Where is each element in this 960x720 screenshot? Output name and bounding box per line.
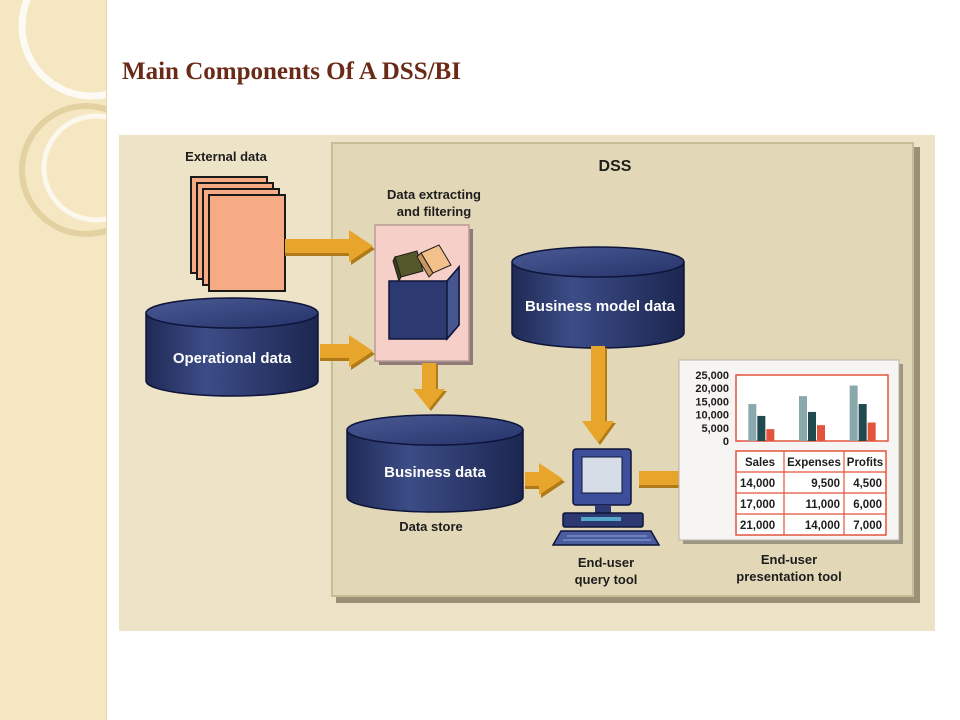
arrow-business-to-query bbox=[525, 463, 565, 498]
computer-icon: End-user query tool bbox=[551, 448, 661, 587]
bar-expenses bbox=[858, 404, 867, 441]
y-tick-label: 25,000 bbox=[695, 370, 729, 382]
extract-label-line1: Data extracting bbox=[387, 187, 481, 202]
bar-sales bbox=[799, 396, 807, 441]
bar-expenses bbox=[757, 415, 766, 441]
presentation-tool-label-line2: presentation tool bbox=[736, 569, 841, 584]
table-header-cell: Profits bbox=[847, 457, 883, 469]
business-model-data-label: Business model data bbox=[525, 298, 676, 315]
table-cell: 14,000 bbox=[805, 520, 840, 532]
data-store-label: Data store bbox=[399, 519, 463, 534]
operational-data-cylinder: Operational data bbox=[145, 297, 319, 397]
table-cell: 7,000 bbox=[853, 520, 882, 532]
y-tick-label: 0 bbox=[723, 436, 729, 448]
table-cell: 6,000 bbox=[853, 499, 882, 511]
slide-title: Main Components Of A DSS/BI bbox=[122, 58, 461, 85]
table-cell: 21,000 bbox=[740, 520, 775, 532]
external-data-documents: External data bbox=[185, 149, 286, 292]
dss-diagram-figure: DSS External data Data extracting and fi… bbox=[119, 135, 935, 631]
business-data-label: Business data bbox=[384, 464, 486, 481]
bar-profits bbox=[766, 429, 775, 441]
bar-expenses bbox=[808, 411, 816, 441]
dss-label: DSS bbox=[599, 158, 632, 175]
y-tick-label: 5,000 bbox=[701, 423, 729, 435]
bar-sales bbox=[849, 385, 858, 441]
decorative-side-strip bbox=[0, 0, 107, 720]
table-cell: 17,000 bbox=[740, 499, 775, 511]
external-data-label: External data bbox=[185, 149, 267, 164]
extract-label-line2: and filtering bbox=[397, 204, 471, 219]
table-header-cell: Sales bbox=[745, 457, 775, 469]
query-tool-label-line2: query tool bbox=[575, 572, 638, 587]
presentation-tool-label-line1: End-user bbox=[761, 552, 817, 567]
y-tick-label: 15,000 bbox=[695, 396, 729, 408]
table-header-cell: Expenses bbox=[787, 457, 841, 469]
table-cell: 9,500 bbox=[811, 478, 840, 490]
business-model-data-cylinder: Business model data bbox=[511, 246, 685, 349]
table-cell: 11,000 bbox=[805, 499, 840, 511]
y-tick-label: 20,000 bbox=[695, 383, 729, 395]
bar-chart bbox=[735, 374, 889, 442]
operational-data-label: Operational data bbox=[173, 350, 292, 367]
data-extracting-filtering: Data extracting and filtering bbox=[374, 187, 481, 365]
decorative-circles bbox=[18, 0, 106, 237]
bar-profits bbox=[817, 425, 825, 441]
dss-diagram: DSS External data Data extracting and fi… bbox=[145, 142, 920, 603]
y-tick-label: 10,000 bbox=[695, 410, 729, 422]
bar-profits bbox=[867, 422, 876, 441]
table-cell: 4,500 bbox=[853, 478, 882, 490]
business-data-cylinder: Business data Data store bbox=[346, 414, 524, 534]
data-table: Sales Expenses Profits 14,000 9,500 4,500 17,0… bbox=[735, 450, 887, 536]
query-tool-label-line1: End-user bbox=[578, 555, 634, 570]
arrow-extract-to-business-data bbox=[413, 363, 447, 411]
arrow-operational-to-extract bbox=[320, 335, 375, 370]
table-cell: 14,000 bbox=[740, 478, 775, 490]
arrow-model-to-query bbox=[582, 346, 616, 445]
arrow-external-to-extract bbox=[285, 230, 375, 265]
bar-sales bbox=[748, 404, 757, 441]
